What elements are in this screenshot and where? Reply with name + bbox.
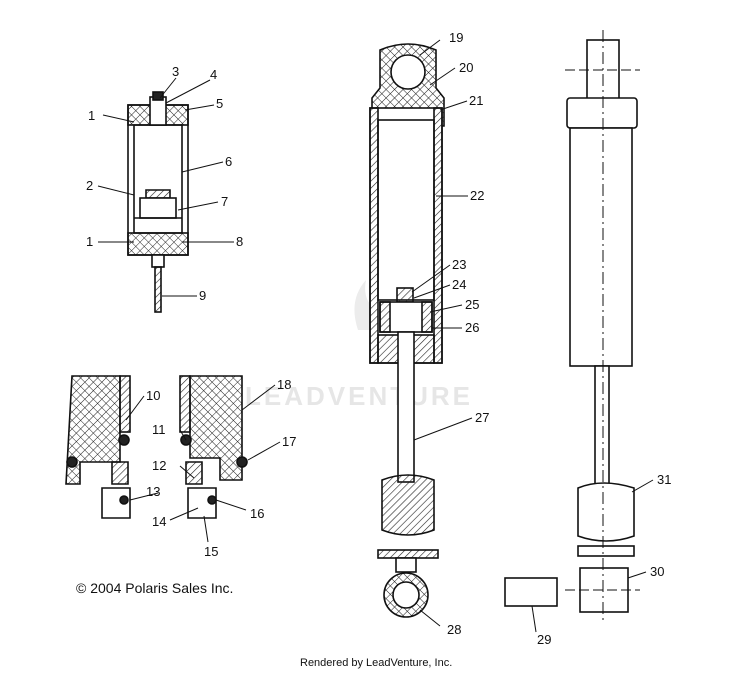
callout-31: 31 (657, 472, 671, 487)
callout-22: 22 (470, 188, 484, 203)
callout-19: 19 (449, 30, 463, 45)
callout-9: 9 (199, 288, 206, 303)
seal-detail-section (65, 375, 248, 519)
callout-28: 28 (447, 622, 461, 637)
callout-15: 15 (204, 544, 218, 559)
callout-30: 30 (650, 564, 664, 579)
watermark-text: LEADVENTURE (245, 381, 473, 411)
callout-14: 14 (152, 514, 166, 529)
callout-10: 10 (146, 388, 160, 403)
callout-13: 13 (146, 484, 160, 499)
callout-numbers: 1 2 3 4 5 6 7 8 1 9 10 11 12 13 14 15 16… (86, 30, 671, 647)
callout-20: 20 (459, 60, 473, 75)
reservoir-assembly (127, 91, 189, 313)
callout-3: 3 (172, 64, 179, 79)
callout-26: 26 (465, 320, 479, 335)
callout-4: 4 (210, 67, 217, 82)
callout-2: 2 (86, 178, 93, 193)
callout-1-lower: 1 (86, 234, 93, 249)
callout-27: 27 (475, 410, 489, 425)
callout-6: 6 (225, 154, 232, 169)
callout-11: 11 (152, 422, 166, 437)
copyright-text: © 2004 Polaris Sales Inc. (76, 580, 233, 596)
callout-7: 7 (221, 194, 228, 209)
callout-18: 18 (277, 377, 291, 392)
callout-1: 1 (88, 108, 95, 123)
leader-lines (97, 39, 654, 633)
shock-external-view (504, 30, 640, 620)
callout-21: 21 (469, 93, 483, 108)
shock-body-sectioned (369, 43, 445, 618)
callout-25: 25 (465, 297, 479, 312)
callout-8: 8 (236, 234, 243, 249)
callout-12: 12 (152, 458, 166, 473)
callout-5: 5 (216, 96, 223, 111)
callout-17: 17 (282, 434, 296, 449)
callout-23: 23 (452, 257, 466, 272)
callout-16: 16 (250, 506, 264, 521)
footer-credit: Rendered by LeadVenture, Inc. (300, 657, 452, 669)
callout-29: 29 (537, 632, 551, 647)
callout-24: 24 (452, 277, 466, 292)
